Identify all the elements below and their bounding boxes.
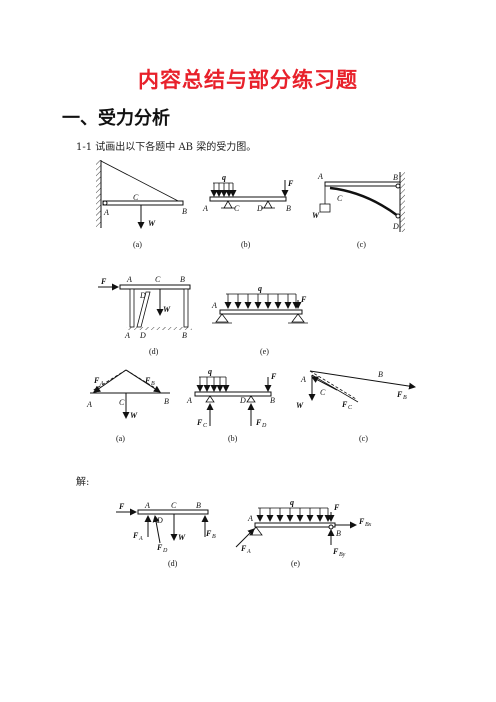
svg-text:W: W bbox=[163, 305, 171, 314]
answer-d: F A C B D W F A F D F B (d) bbox=[116, 501, 216, 568]
answer-a: F A F B A C B W (a) bbox=[86, 369, 170, 443]
svg-text:D: D bbox=[261, 423, 267, 429]
svg-text:F: F bbox=[132, 531, 139, 540]
svg-text:B: B bbox=[164, 397, 169, 406]
svg-text:C: C bbox=[337, 194, 343, 203]
problem-b: q F A C D B (b) bbox=[202, 173, 294, 249]
svg-text:B: B bbox=[196, 501, 201, 510]
caption-answer-b: (b) bbox=[228, 434, 238, 443]
caption-a: (a) bbox=[133, 240, 142, 249]
svg-text:F: F bbox=[240, 544, 247, 553]
svg-text:A: A bbox=[99, 381, 104, 387]
svg-text:B: B bbox=[378, 370, 383, 379]
svg-text:F: F bbox=[287, 179, 294, 188]
svg-text:A: A bbox=[126, 275, 132, 284]
svg-text:B: B bbox=[180, 275, 185, 284]
svg-text:C: C bbox=[320, 388, 326, 397]
svg-text:A: A bbox=[138, 536, 143, 542]
answer-e: q F A B F A F Bx F By (e) bbox=[235, 498, 372, 568]
label-w: W bbox=[148, 219, 156, 228]
svg-text:F: F bbox=[100, 277, 107, 286]
label-b: B bbox=[182, 207, 187, 216]
label-c: C bbox=[133, 193, 139, 202]
caption-answer-e: (e) bbox=[291, 559, 300, 568]
label-a: A bbox=[103, 208, 109, 217]
svg-text:F: F bbox=[118, 502, 125, 511]
svg-text:F: F bbox=[196, 418, 203, 427]
svg-text:D: D bbox=[139, 331, 146, 340]
svg-text:W: W bbox=[130, 411, 138, 420]
problem-d: F A C B D W A D B (d) bbox=[98, 275, 192, 356]
svg-text:F: F bbox=[156, 543, 163, 552]
svg-text:F: F bbox=[144, 376, 151, 385]
caption-answer-c: (c) bbox=[359, 434, 368, 443]
svg-text:D: D bbox=[392, 222, 399, 231]
svg-text:C: C bbox=[348, 405, 353, 411]
svg-text:F: F bbox=[300, 295, 307, 304]
svg-text:B: B bbox=[270, 396, 275, 405]
problem-a: A C B W (a) bbox=[96, 160, 187, 249]
svg-text:D: D bbox=[239, 396, 246, 405]
svg-text:F: F bbox=[332, 547, 339, 556]
svg-text:F: F bbox=[341, 400, 348, 409]
svg-text:C: C bbox=[119, 398, 125, 407]
svg-text:D: D bbox=[162, 548, 168, 554]
caption-d: (d) bbox=[149, 347, 159, 356]
svg-text:B: B bbox=[182, 331, 187, 340]
svg-text:F: F bbox=[333, 503, 340, 512]
problem-e: q F A (e) bbox=[211, 284, 308, 356]
svg-text:A: A bbox=[144, 501, 150, 510]
svg-text:W: W bbox=[312, 211, 320, 220]
caption-answer-d: (d) bbox=[168, 559, 178, 568]
svg-text:D: D bbox=[139, 291, 146, 300]
svg-text:C: C bbox=[171, 501, 177, 510]
svg-text:B: B bbox=[212, 534, 216, 540]
problem-c: A B C D W (c) bbox=[312, 172, 405, 249]
caption-e: (e) bbox=[260, 347, 269, 356]
svg-text:D: D bbox=[256, 204, 263, 213]
answer-c: A B C W F C F B (c) bbox=[296, 370, 416, 443]
svg-text:A: A bbox=[124, 331, 130, 340]
svg-text:B: B bbox=[336, 529, 341, 538]
svg-text:W: W bbox=[296, 401, 304, 410]
svg-text:q: q bbox=[208, 367, 212, 376]
answer-b: q F A D B F C F D (b) bbox=[186, 367, 277, 443]
svg-text:F: F bbox=[270, 372, 277, 381]
svg-text:W: W bbox=[178, 533, 186, 542]
page-title: 内容总结与部分练习题 bbox=[138, 68, 358, 92]
solution-label: 解: bbox=[76, 477, 90, 488]
svg-text:F: F bbox=[93, 376, 100, 385]
svg-text:A: A bbox=[300, 375, 306, 384]
svg-text:A: A bbox=[317, 172, 323, 181]
svg-text:q: q bbox=[290, 498, 294, 507]
svg-text:B: B bbox=[393, 173, 398, 182]
caption-b: (b) bbox=[241, 240, 251, 249]
svg-text:B: B bbox=[151, 381, 155, 387]
question-text: 1-1 试画出以下各题中 AB 梁的受力图。 bbox=[76, 142, 257, 153]
svg-text:C: C bbox=[234, 204, 240, 213]
svg-text:F: F bbox=[205, 529, 212, 538]
svg-text:F: F bbox=[396, 390, 403, 399]
svg-text:A: A bbox=[202, 204, 208, 213]
svg-text:F: F bbox=[255, 418, 262, 427]
svg-text:q: q bbox=[258, 284, 262, 293]
svg-text:B: B bbox=[286, 204, 291, 213]
svg-text:F: F bbox=[358, 517, 365, 526]
svg-text:B: B bbox=[403, 395, 407, 401]
svg-text:A: A bbox=[86, 400, 92, 409]
svg-text:C: C bbox=[203, 423, 208, 429]
svg-text:q: q bbox=[222, 173, 226, 182]
svg-text:By: By bbox=[339, 552, 346, 558]
svg-text:A: A bbox=[246, 549, 251, 555]
svg-text:A: A bbox=[186, 396, 192, 405]
svg-text:A: A bbox=[247, 514, 253, 523]
svg-text:D: D bbox=[156, 516, 163, 525]
svg-text:Bx: Bx bbox=[365, 522, 372, 528]
caption-answer-a: (a) bbox=[116, 434, 125, 443]
caption-c: (c) bbox=[357, 240, 366, 249]
svg-text:C: C bbox=[155, 275, 161, 284]
svg-text:A: A bbox=[211, 301, 217, 310]
section-heading: 一、受力分析 bbox=[62, 108, 170, 129]
